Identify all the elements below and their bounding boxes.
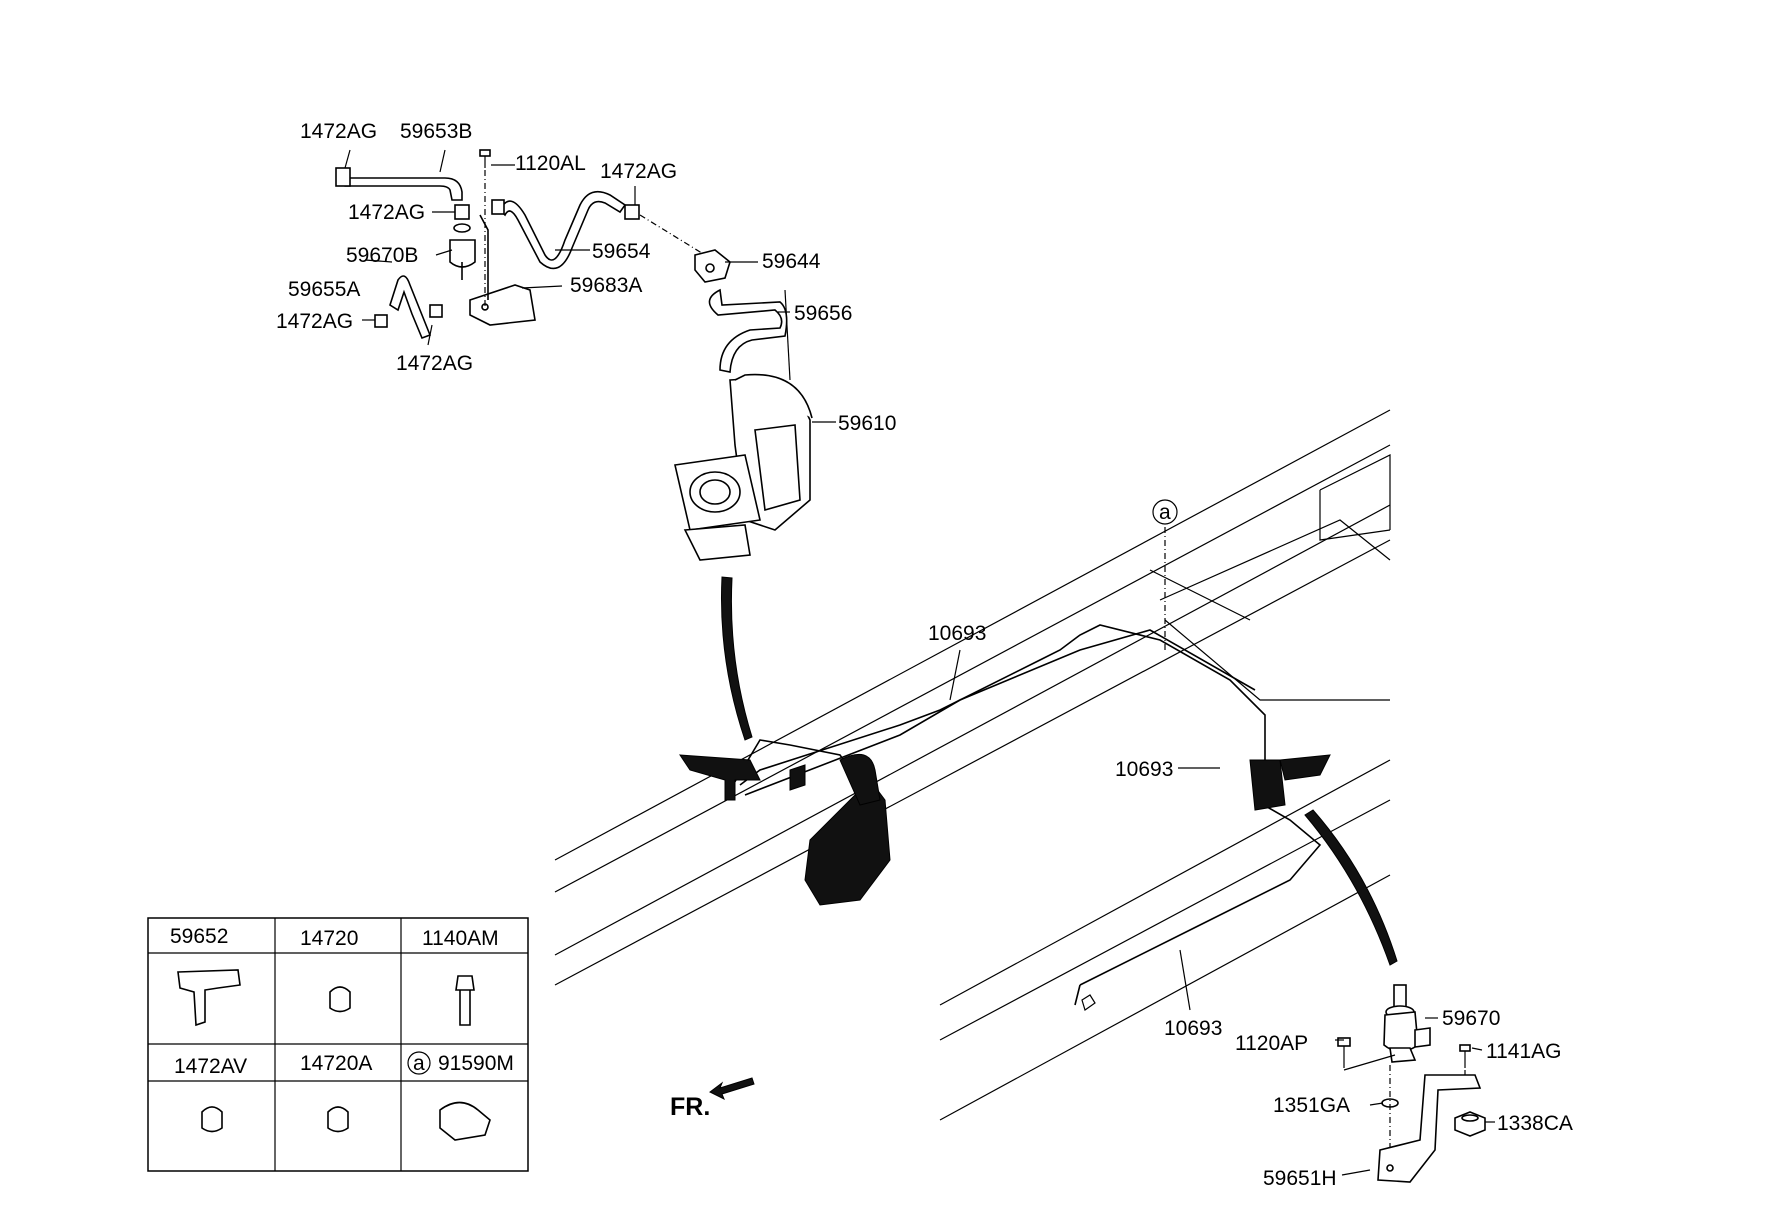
callout-59670B: 59670B <box>346 244 418 267</box>
callout-1472AG-left: 1472AG <box>276 310 353 333</box>
clip-14720A-icon <box>327 1106 349 1133</box>
callout-1351GA: 1351GA <box>1273 1094 1350 1117</box>
connector-59644 <box>694 249 731 283</box>
purge-valve-59670 <box>1383 984 1431 1063</box>
callout-1120AL: 1120AL <box>515 152 586 175</box>
bracket-59652-icon <box>177 969 241 1027</box>
callout-1338CA: 1338CA <box>1497 1112 1573 1135</box>
table-code-14720A: 14720A <box>300 1052 372 1075</box>
callout-59655A: 59655A <box>288 278 360 301</box>
hose-assembly-59653B <box>335 167 463 201</box>
callout-1141AG: 1141AG <box>1486 1040 1562 1063</box>
table-code-91590M: 91590M <box>438 1052 514 1075</box>
callout-59610: 59610 <box>838 412 896 435</box>
table-code-1472AV: 1472AV <box>174 1055 247 1078</box>
bracket-59651H <box>1377 1074 1482 1183</box>
clamp-91590M-icon <box>439 1101 491 1141</box>
table-marker-a-circle <box>407 1051 431 1075</box>
hose-59655A <box>374 275 443 340</box>
callout-1472AG-bottom: 1472AG <box>396 352 473 375</box>
hose-59656 <box>708 288 788 373</box>
bolt-1120AL <box>479 149 491 168</box>
leader-lines <box>344 149 1495 1176</box>
callout-10693-lower: 10693 <box>1164 1017 1222 1040</box>
callout-59654: 59654 <box>592 240 651 263</box>
callout-10693-right: 10693 <box>1115 758 1173 781</box>
vehicle-frame <box>554 409 1391 1121</box>
clip-1472AV-icon <box>201 1106 223 1133</box>
parts-table: 59652 14720 1140AM 1472AV 14720A a 91590… <box>147 917 529 1172</box>
canister-assembly <box>679 753 1331 906</box>
callout-59644: 59644 <box>762 250 821 273</box>
purge-valve-59670B <box>449 204 476 280</box>
callout-1472AG-top: 1472AG <box>300 120 377 143</box>
marker-a: a <box>1159 501 1171 524</box>
table-code-59652: 59652 <box>170 925 228 948</box>
bracket-59683A <box>469 214 536 326</box>
nut-1338CA <box>1454 1111 1486 1137</box>
marker-a-circle <box>1152 499 1178 525</box>
callout-59656: 59656 <box>794 302 852 325</box>
bolt-1141AG <box>1459 1044 1471 1068</box>
table-marker-a: a <box>413 1052 425 1075</box>
callout-1472AG-mid: 1472AG <box>348 201 425 224</box>
callout-59683A: 59683A <box>570 274 642 297</box>
hose-59654 <box>491 190 640 270</box>
callout-59670: 59670 <box>1442 1007 1500 1030</box>
clip-14720-icon <box>329 986 351 1013</box>
callout-1120AP: 1120AP <box>1235 1032 1308 1055</box>
callout-1472AG-right: 1472AG <box>600 160 677 183</box>
front-indicator: FR. <box>670 1077 755 1121</box>
front-arrow-icon <box>709 1077 755 1101</box>
callout-59651H: 59651H <box>1263 1167 1337 1190</box>
bolt-1140AM-icon <box>455 975 475 1026</box>
throttle-body-59610 <box>674 289 813 561</box>
table-code-1140AM: 1140AM <box>422 927 499 950</box>
fuel-line-10693 <box>729 624 1322 1011</box>
front-label: FR. <box>670 1093 710 1121</box>
table-code-14720: 14720 <box>300 927 358 950</box>
callout-59653B: 59653B <box>400 120 472 143</box>
callout-10693-upper: 10693 <box>928 622 986 645</box>
bolt-1120AP <box>1337 1037 1351 1068</box>
